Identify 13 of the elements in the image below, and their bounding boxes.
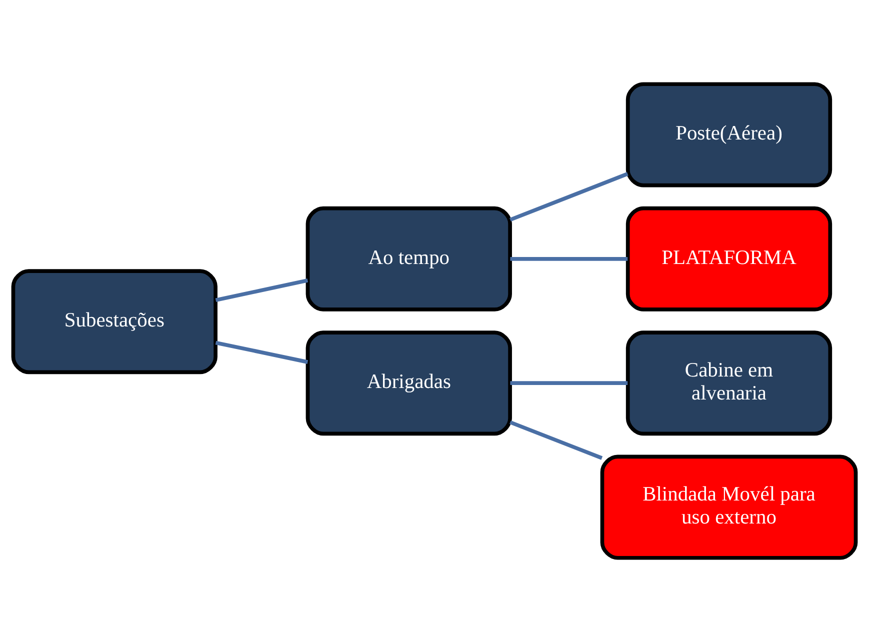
- connector: [510, 380, 628, 385]
- connector: [510, 172, 628, 222]
- node-box: Abrigadas: [306, 330, 512, 436]
- node-box: Subestações: [11, 268, 218, 374]
- node-box: Ao tempo: [306, 206, 512, 311]
- node-box: Cabine em alvenaria: [626, 330, 832, 436]
- node-box: PLATAFORMA: [626, 206, 832, 311]
- node-box: Poste(Aérea): [626, 82, 832, 187]
- connector: [510, 420, 603, 460]
- connector: [215, 340, 308, 364]
- connector: [510, 256, 628, 260]
- node-box: Blindada Movél para uso externo: [600, 454, 858, 560]
- connector: [215, 278, 308, 302]
